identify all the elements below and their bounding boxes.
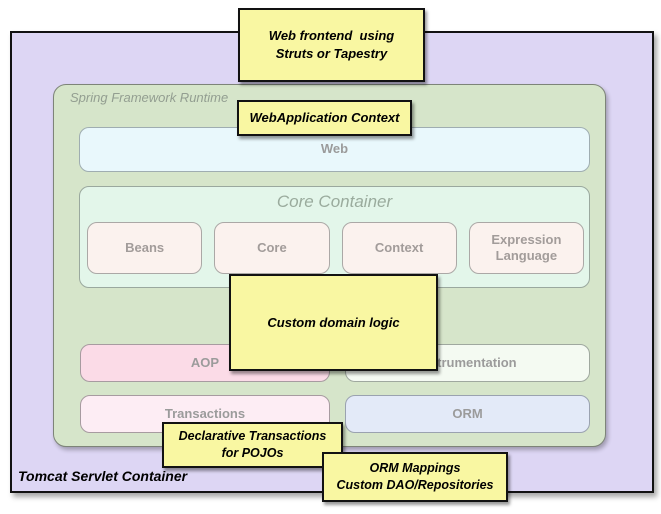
core-module-beans-label: Beans (125, 240, 165, 256)
core-container-title: Core Container (276, 192, 393, 211)
core-modules-row: Beans Core Context Expression Language (87, 222, 584, 274)
note-orm-mappings: ORM Mappings Custom DAO/Repositories (322, 452, 508, 502)
orm-label: ORM (452, 405, 483, 421)
core-module-core: Core (214, 222, 330, 274)
note-web-frontend: Web frontend using Struts or Tapestry (238, 8, 425, 82)
core-module-core-label: Core (257, 240, 287, 256)
instrumentation-label: Instrumentation (418, 354, 517, 370)
note-custom-domain-logic: Custom domain logic (229, 274, 438, 371)
web-layer-label: Web (320, 141, 349, 157)
spring-framework-runtime-label: Spring Framework Runtime (70, 90, 229, 105)
note-declarative-transactions: Declarative Transactions for POJOs (162, 422, 343, 468)
aop-label: AOP (190, 354, 220, 370)
core-module-expression-language-label: Expression Language (491, 232, 562, 263)
note-webapplication-context: WebApplication Context (237, 100, 412, 136)
orm-box: ORM (345, 395, 590, 433)
core-module-context: Context (341, 222, 457, 274)
core-module-beans: Beans (87, 222, 203, 274)
core-module-expression-language: Expression Language (468, 222, 584, 274)
transactions-label: Transactions (164, 405, 246, 421)
core-container-box: Core Container Beans Core Context Expres… (79, 186, 590, 288)
core-module-context-label: Context (374, 240, 424, 256)
tomcat-servlet-container-label: Tomcat Servlet Container (18, 468, 188, 484)
